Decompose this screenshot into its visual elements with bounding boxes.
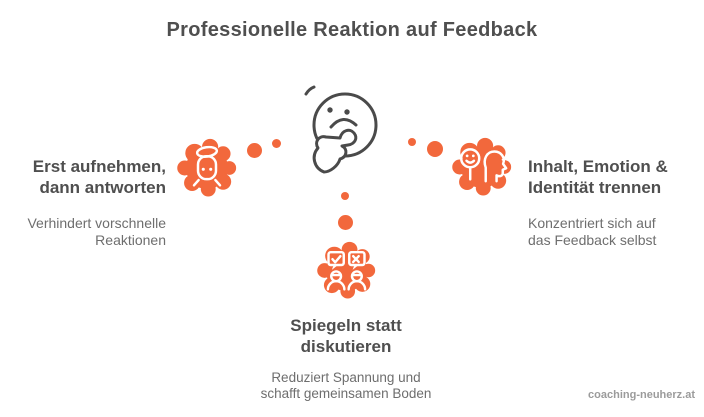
thought-dot: [247, 143, 262, 158]
node-left-label: Erst aufnehmen, dann antworten: [32, 157, 166, 198]
thought-dot: [338, 215, 353, 230]
node-bottom-description: Reduziert Spannung und schafft gemeinsam…: [260, 370, 432, 402]
node-right-label: Inhalt, Emotion & Identität trennen: [528, 157, 668, 198]
page-title: Professionelle Reaktion auf Feedback: [166, 19, 538, 41]
thought-dot: [427, 141, 443, 157]
node-left-description: Verhindert vorschnelle Reaktionen: [27, 215, 166, 249]
emotion-identity-head-icon: [452, 137, 512, 196]
thought-dot: [341, 192, 349, 200]
watermark: coaching-neuherz.at: [588, 389, 695, 401]
thought-dot: [408, 138, 416, 146]
thought-dot: [272, 139, 281, 148]
thinking-face-icon: [304, 85, 378, 174]
node-right-description: Konzentriert sich auf das Feedback selbs…: [528, 215, 657, 249]
listener-halo-face-icon: [177, 138, 237, 197]
node-bottom-label: Spiegeln statt diskutieren: [290, 316, 402, 357]
dialog-check-x-people-icon: [317, 241, 376, 299]
